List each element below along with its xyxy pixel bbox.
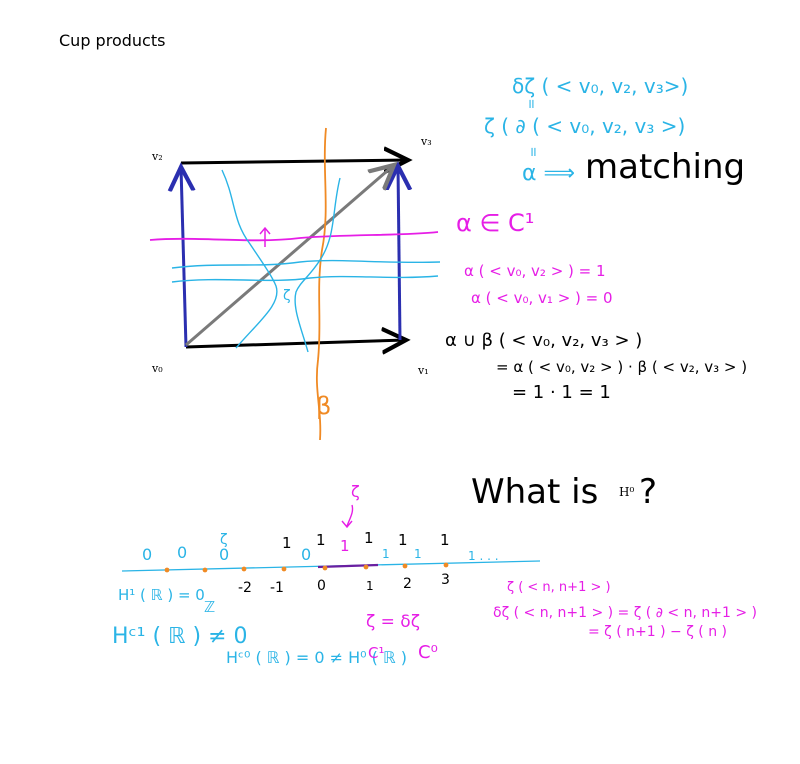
c1-tag: C¹ [368, 644, 385, 662]
h0-symbol: H⁰ [619, 485, 635, 499]
edge-v0-v3-diagonal [185, 165, 394, 347]
zeta-over-zero: ζ [220, 532, 228, 548]
zeta-small-label: ζ [283, 288, 291, 304]
edge-v1-v3 [398, 166, 400, 341]
what-is-heading: What is [471, 472, 599, 512]
zeta-pointer-arrow [341, 504, 354, 529]
vertex-label-v2: v₂ [152, 150, 163, 163]
hc0-r-statement: Hᶜ⁰ ( ℝ ) = 0 ≠ H⁰ ( ℝ ) [226, 648, 407, 667]
cup-product-line-2: = α ( < v₀, v₂ > ) · β ( < v₂, v₃ > ) [496, 358, 747, 376]
alpha-in-c1: α ∈ C¹ [456, 209, 534, 237]
equals-mark-2: ॥ [529, 145, 537, 160]
zeta-curve-lower [171, 275, 439, 283]
zeta-curve-right [294, 177, 341, 353]
value-blue-2: 0 [177, 543, 187, 562]
zeta-arrow-label: ζ [351, 482, 360, 501]
c0-tag: C⁰ [418, 642, 438, 663]
value-black-1: 1 [282, 534, 292, 552]
value-black-3: 1 [364, 529, 374, 547]
delta-zeta-n-statement: δζ ( < n, n+1 > ) = ζ ( ∂ < n, n+1 > ) [493, 605, 757, 621]
zeta-n-statement: ζ ( < n, n+1 > ) [507, 580, 611, 595]
zeta-curve-left [221, 169, 278, 349]
number-line-points [164, 562, 449, 573]
value-blue-3: 0 [219, 545, 229, 564]
alpha-curve [149, 231, 439, 242]
delta-zeta-line: δζ ( < v₀, v₂, v₃>) [512, 74, 688, 98]
page-title: Cup products [59, 31, 166, 50]
tick-3: 3 [441, 572, 450, 588]
equals-mark-1: ॥ [527, 97, 535, 112]
point-e [322, 565, 328, 571]
point-a [164, 567, 170, 573]
value-blue-6: 1 [414, 547, 422, 561]
tick-0: 0 [317, 578, 326, 594]
h1-r-statement: H¹ ( ℝ ) = 0 [118, 586, 205, 604]
edge-v0-v1 [185, 340, 406, 347]
value-magenta: 1 [340, 537, 350, 555]
point-c [241, 566, 247, 572]
edge-v0-v2 [181, 167, 186, 348]
alpha-orientation-arrow [259, 226, 271, 247]
purple-interval [317, 563, 379, 569]
matching-word: matching [585, 147, 746, 187]
zeta-eq-delta-zeta: ζ = δζ [366, 612, 420, 632]
tick-2: 2 [403, 576, 412, 592]
value-black-4: 1 [398, 531, 408, 549]
beta-label: β [316, 392, 331, 420]
point-g [402, 563, 408, 569]
value-black-2: 1 [316, 531, 326, 549]
z-label: ℤ [204, 598, 215, 616]
value-blue-5: 1 [382, 547, 390, 561]
beta-curve [315, 127, 327, 441]
point-h [443, 562, 449, 568]
delta-result: = ζ ( n+1 ) − ζ ( n ) [588, 624, 727, 640]
vertex-label-v3: v₃ [421, 135, 432, 148]
number-line-dots: 1 . . . [468, 549, 499, 563]
question-mark: ? [639, 472, 658, 512]
vertex-label-v0: v₀ [152, 362, 163, 375]
point-f [363, 564, 369, 570]
value-black-5: 1 [440, 531, 450, 549]
alpha-arrow-line: α ⟹ [522, 161, 575, 186]
cup-product-line-1: α ∪ β ( < v₀, v₂, v₃ > ) [445, 330, 642, 351]
hc1-r-statement: Hᶜ¹ ( ℝ ) ≠ 0 [112, 624, 248, 649]
zeta-curve-upper [171, 259, 441, 269]
cup-product-line-3: = 1 · 1 = 1 [512, 382, 611, 403]
alpha-v0v2-eq: α ( < v₀, v₂ > ) = 1 [464, 262, 606, 280]
vertex-label-v1: v₁ [418, 364, 429, 377]
alpha-v0v1-eq: α ( < v₀, v₁ > ) = 0 [471, 289, 613, 307]
value-blue-4: 0 [301, 545, 311, 564]
point-b [202, 567, 208, 573]
value-blue-1: 0 [142, 545, 152, 564]
zeta-boundary-line: ζ ( ∂ ( < v₀, v₂, v₃ >) [484, 114, 685, 138]
tick-1: 1 [366, 579, 374, 593]
point-d [281, 566, 287, 572]
edge-v2-v3 [180, 160, 408, 163]
tick-minus-1: -1 [270, 580, 284, 596]
tick-minus-2: -2 [238, 580, 252, 596]
